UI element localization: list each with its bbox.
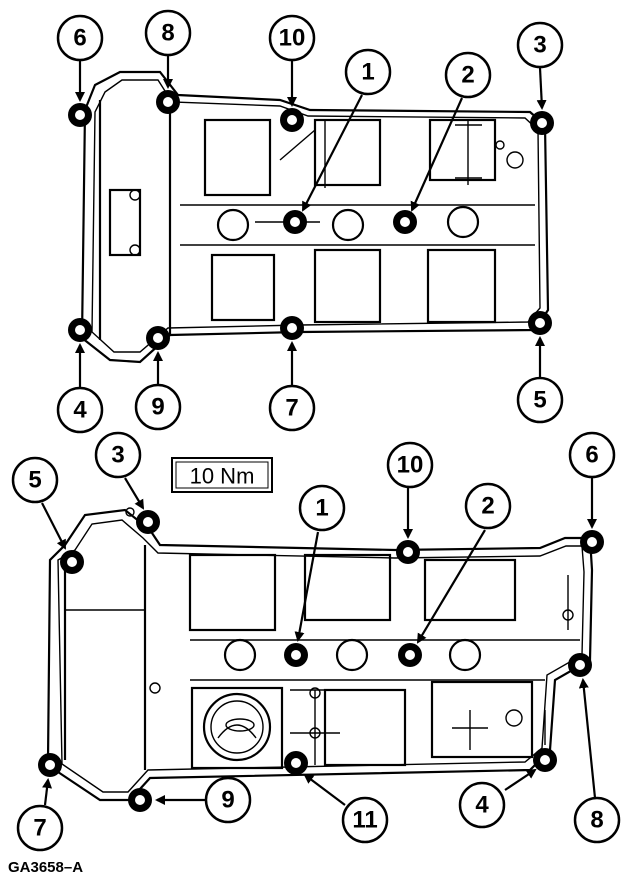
top-bolt-4 — [68, 318, 92, 342]
callout-number: 5 — [28, 467, 41, 494]
bottom-callout-1: 1 — [298, 484, 346, 532]
callout-number: 4 — [73, 397, 87, 424]
bottom-callouts: 1 2 3 4 5 6 7 8 9 10 11 — [11, 431, 621, 852]
top-callouts: 1 2 3 4 5 6 7 8 9 10 — [56, 9, 564, 434]
top-bolt-1 — [283, 210, 307, 234]
top-callout-4: 4 — [56, 386, 104, 434]
bottom-bolt-5 — [60, 550, 84, 574]
bottom-bolt-4 — [533, 748, 557, 772]
callout-number: 8 — [161, 20, 174, 47]
top-bolt-3 — [530, 111, 554, 135]
bottom-callout-2: 2 — [464, 482, 512, 530]
callout-number: 3 — [111, 442, 124, 469]
bottom-callout-11: 11 — [341, 796, 389, 844]
top-callout-2: 2 — [444, 51, 492, 99]
callout-number: 2 — [481, 493, 494, 520]
top-valve-cover — [80, 70, 550, 364]
top-bolt-5 — [528, 311, 552, 335]
callout-number: 2 — [461, 62, 474, 89]
bottom-callout-5: 5 — [11, 456, 59, 504]
bottom-callout-3: 3 — [94, 431, 142, 479]
top-callout-1: 1 — [344, 48, 392, 96]
bottom-callout-4: 4 — [458, 781, 506, 829]
top-bolt-10 — [280, 108, 304, 132]
bottom-bolt-7 — [38, 753, 62, 777]
callout-number: 1 — [315, 495, 328, 522]
bottom-valve-cover — [46, 507, 594, 802]
bottom-bolt-8 — [568, 653, 592, 677]
bottom-leader-arrows — [41, 477, 597, 806]
callout-number: 9 — [221, 787, 234, 814]
bottom-bolts — [38, 510, 604, 812]
top-callout-10: 10 — [268, 14, 316, 62]
bottom-bolt-6 — [580, 530, 604, 554]
bottom-callout-8: 8 — [573, 796, 621, 844]
bottom-bolt-10 — [396, 540, 420, 564]
bottom-bolt-11 — [284, 751, 308, 775]
torque-spec-box: 10 Nm — [171, 457, 273, 493]
figure-id: GA3658–A — [8, 859, 83, 876]
bottom-bolt-3 — [136, 510, 160, 534]
top-bolt-2 — [393, 210, 417, 234]
callout-number: 6 — [585, 442, 598, 469]
top-bolt-7 — [280, 316, 304, 340]
torque-spec: 10 Nm — [190, 464, 255, 489]
callout-number: 10 — [279, 25, 306, 52]
bottom-callout-9: 9 — [204, 776, 252, 824]
top-callout-5: 5 — [516, 376, 564, 424]
callout-number: 6 — [73, 25, 86, 52]
bottom-bolt-2 — [398, 643, 422, 667]
top-callout-8: 8 — [144, 9, 192, 57]
callout-number: 11 — [352, 807, 377, 834]
top-callout-3: 3 — [516, 21, 564, 69]
top-callout-7: 7 — [268, 384, 316, 432]
top-callout-9: 9 — [134, 383, 182, 431]
bottom-callout-7: 7 — [16, 804, 64, 852]
bottom-bolt-9 — [128, 788, 152, 812]
top-bolts — [68, 90, 554, 350]
callout-number: 10 — [397, 452, 424, 479]
top-callout-6: 6 — [56, 14, 104, 62]
callout-number: 9 — [151, 394, 164, 421]
callout-number: 3 — [533, 32, 546, 59]
callout-number: 7 — [285, 395, 298, 422]
bottom-callout-6: 6 — [568, 431, 616, 479]
callout-number: 5 — [533, 387, 546, 414]
callout-number: 1 — [361, 59, 374, 86]
top-bolt-8 — [156, 90, 180, 114]
bottom-bolt-1 — [284, 643, 308, 667]
top-bolt-9 — [146, 326, 170, 350]
callout-number: 7 — [33, 815, 46, 842]
callout-number: 4 — [475, 792, 489, 819]
top-leader-arrows — [75, 55, 547, 388]
callout-number: 8 — [590, 807, 603, 834]
top-bolt-6 — [68, 103, 92, 127]
bottom-callout-10: 10 — [386, 441, 434, 489]
